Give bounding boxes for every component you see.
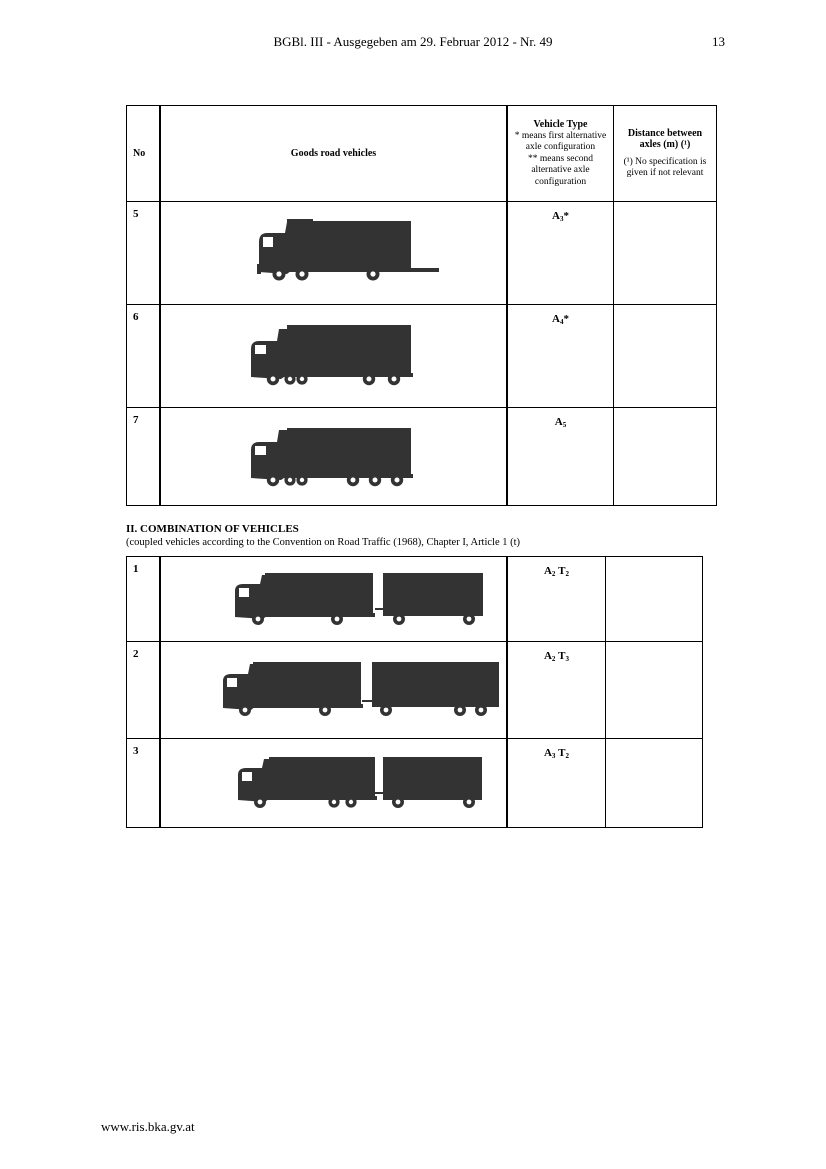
trailer-subscript: 3 [565, 655, 570, 663]
table-row: 6 A4* [126, 304, 717, 408]
row-number: 3 [126, 738, 161, 828]
section-subtitle: (coupled vehicles according to the Conve… [126, 537, 521, 548]
type-suffix: * [563, 313, 569, 325]
type-subscript: 3 [559, 215, 564, 223]
rigid-truck-4-axle-icon [251, 325, 413, 386]
type-subscript: 2 [551, 655, 556, 663]
vehicle-image-cell [159, 407, 508, 506]
type-suffix: * [563, 210, 569, 222]
page-number: 13 [712, 34, 725, 49]
type-letter: A [543, 650, 552, 662]
vehicle-type-code: A2 T2 [506, 556, 606, 642]
truck-trailer-combination-icon [223, 662, 499, 716]
type-letter: A [543, 565, 552, 577]
trailer-letter: T [558, 565, 566, 577]
vehicle-table-combinations: 1 A2 T2 [126, 556, 703, 828]
vehicle-type-code: A3* [506, 201, 614, 305]
table-row: 5 A3* [126, 201, 717, 305]
vehicle-image-cell [159, 738, 508, 828]
distance-cell [613, 201, 717, 305]
row-number: 1 [126, 556, 161, 642]
distance-cell [605, 738, 703, 828]
vehicle-type-code: A4* [506, 304, 614, 408]
footer-url: www.ris.bka.gv.at [101, 1119, 195, 1134]
distance-cell [605, 641, 703, 739]
row-number: 7 [126, 407, 161, 506]
section-title: II. COMBINATION OF VEHICLES [126, 523, 299, 535]
trailer-subscript: 2 [565, 570, 570, 578]
vehicle-type-title: Vehicle Type [533, 119, 588, 130]
type-subscript: 5 [562, 421, 567, 429]
vehicle-type-note1: * means first alternative axle configura… [514, 130, 607, 153]
distance-title: Distance between axles (m) (¹) [627, 127, 703, 151]
vehicle-image-cell [159, 304, 508, 408]
type-letter: A [552, 313, 560, 325]
table-header-row: No Goods road vehicles Vehicle Type * me… [126, 105, 717, 202]
truck-trailer-combination-icon [238, 757, 482, 808]
rigid-truck-3-axle-icon [257, 219, 439, 281]
vehicle-type-note2: ** means second alternative axle configu… [528, 153, 593, 187]
table-row: 3 A3 [126, 738, 703, 828]
trailer-letter: T [558, 747, 566, 759]
header-goods: Goods road vehicles [159, 105, 508, 202]
table-row: 7 A5 [126, 407, 717, 506]
type-subscript: 4 [559, 318, 564, 326]
page-header: BGBl. III - Ausgegeben am 29. Februar 20… [0, 34, 826, 52]
header-title: BGBl. III - Ausgegeben am 29. Februar 20… [273, 34, 553, 49]
vehicle-type-code: A2 T3 [506, 641, 606, 739]
type-subscript: 3 [551, 752, 556, 760]
vehicle-type-code: A5 [506, 407, 614, 506]
type-letter: A [552, 210, 560, 222]
header-vehicle-type: Vehicle Type * means first alternative a… [506, 105, 614, 202]
header-distance: Distance between axles (m) (¹) (¹) No sp… [613, 105, 717, 202]
distance-cell [613, 407, 717, 506]
type-subscript: 2 [551, 570, 556, 578]
row-number: 5 [126, 201, 161, 305]
vehicle-image-cell [159, 641, 508, 739]
vehicle-image-cell [159, 201, 508, 305]
row-number: 2 [126, 641, 161, 739]
type-letter: A [543, 747, 552, 759]
trailer-letter: T [558, 650, 566, 662]
distance-cell [613, 304, 717, 408]
distance-cell [605, 556, 703, 642]
rigid-truck-5-axle-icon [251, 428, 413, 487]
vehicle-image-cell [159, 556, 508, 642]
vehicle-table-goods: No Goods road vehicles Vehicle Type * me… [126, 105, 717, 506]
vehicle-type-code: A3 T2 [506, 738, 606, 828]
table-row: 2 A2 [126, 641, 703, 739]
table-row: 1 A2 T2 [126, 556, 703, 642]
header-no: No [126, 105, 161, 202]
truck-trailer-combination-icon [235, 573, 483, 625]
distance-note: (¹) No specification is given if not rel… [623, 156, 707, 179]
row-number: 6 [126, 304, 161, 408]
trailer-subscript: 2 [565, 752, 570, 760]
type-letter: A [554, 416, 563, 428]
